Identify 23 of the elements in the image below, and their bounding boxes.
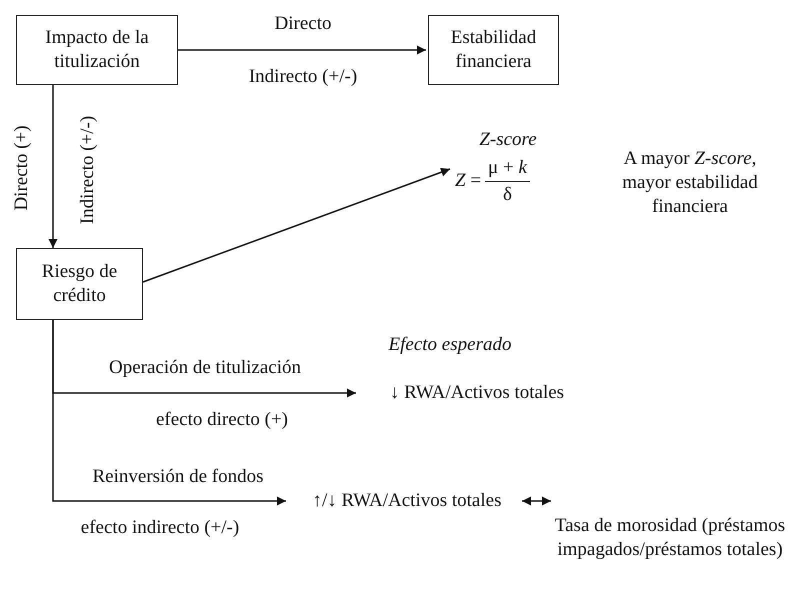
process-box: Estabilidad financiera bbox=[428, 15, 559, 85]
formula: Z = μ + k δ bbox=[455, 150, 530, 212]
arrow bbox=[52, 320, 286, 506]
arrow bbox=[178, 46, 426, 54]
arrow bbox=[142, 168, 450, 283]
annotation-text: efecto directo (+) bbox=[156, 408, 288, 432]
result-text: Tasa de morosidad (préstamos impagados/préstamos totales) bbox=[553, 488, 787, 588]
node-caption: Z-score bbox=[479, 128, 537, 152]
annotation-text: Efecto esperado bbox=[388, 333, 512, 357]
edge-label: Operación de titulización bbox=[108, 356, 302, 380]
arrow bbox=[522, 496, 551, 506]
edge-label: Directo bbox=[274, 12, 332, 36]
edge-label: Directo (+) bbox=[10, 125, 34, 211]
result-text: ↓ RWA/Activos totales bbox=[362, 380, 592, 406]
arrow bbox=[48, 85, 58, 248]
annotation-text: Indirecto (+/-) bbox=[76, 116, 100, 224]
process-box: Impacto de la titulización bbox=[16, 15, 178, 85]
edge-label: Reinversión de fondos bbox=[92, 465, 264, 489]
result-text: ↑/↓ RWA/Activos totales bbox=[292, 488, 522, 514]
process-box: Riesgo de crédito bbox=[16, 248, 143, 320]
annotation-text: efecto indirecto (+/-) bbox=[80, 516, 240, 540]
annotation-text: Indirecto (+/-) bbox=[248, 65, 358, 89]
annotation-text: A mayor Z-score, mayor estabilidad financiera bbox=[621, 147, 759, 218]
